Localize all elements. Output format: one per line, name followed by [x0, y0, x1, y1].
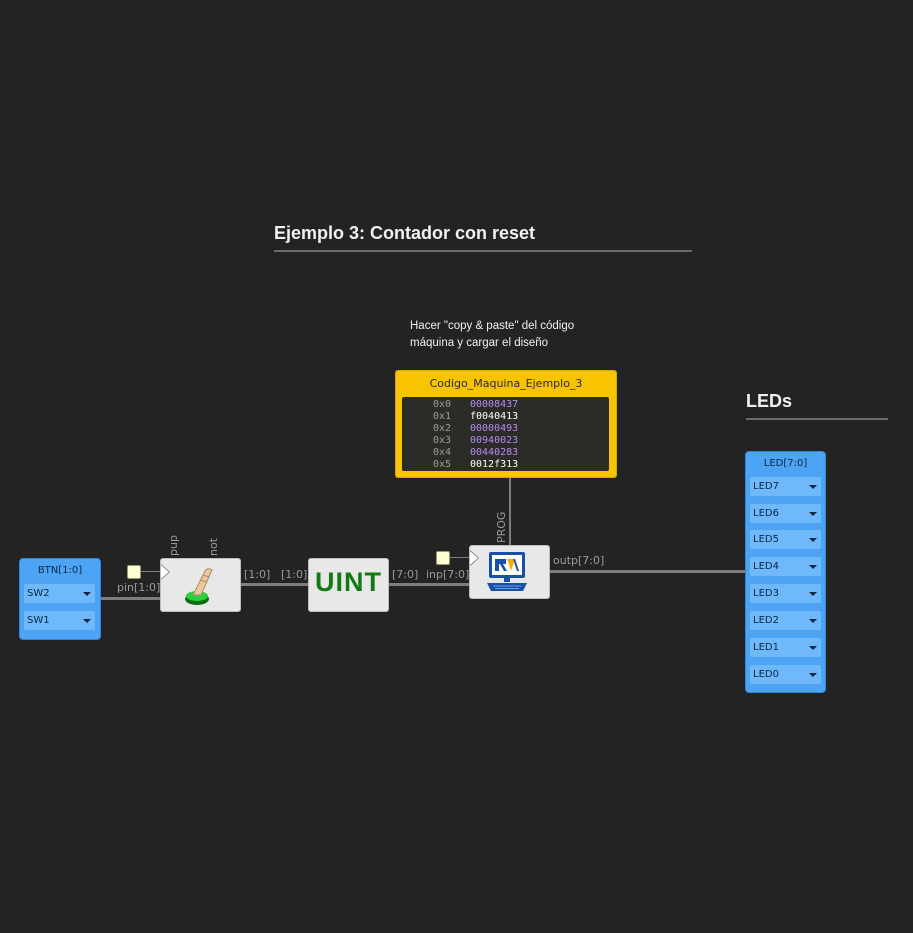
- instruction-note: Hacer "copy & paste" del código máquina …: [410, 318, 610, 352]
- cpu-in-label: inp[7:0]: [426, 568, 470, 581]
- led-output-block[interactable]: LED[7:0] LED7 LED6 LED5 LED4 LED3 LED2 L…: [745, 451, 826, 693]
- pin-label: LED3: [753, 588, 779, 599]
- pin-select-led1[interactable]: LED1: [750, 638, 821, 657]
- memory-value: 00940023: [470, 435, 519, 446]
- wire-cpu-to-leds: [549, 570, 746, 573]
- cpu-param-port[interactable]: [436, 551, 450, 565]
- chevron-down-icon: [809, 673, 817, 677]
- note-line-1: Hacer "copy & paste" del código: [410, 320, 575, 332]
- pin-label: LED0: [753, 669, 779, 680]
- button-in-label: pin[1:0]: [117, 581, 161, 594]
- memory-addr: 0x3: [433, 435, 452, 446]
- note-line-2: máquina y cargar el diseño: [410, 337, 549, 349]
- pin-label: LED4: [753, 561, 779, 572]
- pin-label: SW2: [27, 588, 50, 599]
- button-param-not: not: [207, 537, 220, 556]
- btn-input-block[interactable]: BTN[1:0] SW2 SW1: [19, 558, 101, 640]
- chevron-down-icon: [809, 565, 817, 569]
- param-arrow-icon: [470, 551, 478, 565]
- button-param-pup: pup: [167, 535, 180, 556]
- wire-param-button: [139, 571, 161, 572]
- memory-addr: 0x0: [433, 399, 452, 410]
- chevron-down-icon: [809, 512, 817, 516]
- pin-select-sw2[interactable]: SW2: [24, 584, 95, 603]
- memory-addr: 0x2: [433, 423, 452, 434]
- machine-code-memory[interactable]: Codigo_Maquina_Ejemplo_3 0x0 00008437 0x…: [395, 370, 617, 478]
- pin-select-led4[interactable]: LED4: [750, 557, 821, 576]
- uint-text: UINT: [315, 567, 382, 597]
- chevron-down-icon: [809, 485, 817, 489]
- param-arrow-icon: [161, 565, 169, 579]
- pin-label: LED5: [753, 534, 779, 545]
- pin-select-sw1[interactable]: SW1: [24, 611, 95, 630]
- cpu-out-label: outp[7:0]: [553, 554, 605, 567]
- wire-memory-to-prog: [509, 476, 511, 546]
- chevron-down-icon: [809, 592, 817, 596]
- memory-addr: 0x5: [433, 459, 452, 470]
- button-param-port[interactable]: [127, 565, 141, 579]
- cpu-prog-label: PROG: [495, 511, 508, 543]
- memory-value: 00000493: [470, 423, 519, 434]
- btn-input-name: BTN[1:0]: [37, 565, 83, 576]
- wire-uint-to-cpu: [388, 583, 470, 586]
- chevron-down-icon: [83, 619, 91, 623]
- pin-label: LED2: [753, 615, 779, 626]
- uint-in-label: [1:0]: [281, 568, 308, 581]
- uint-block[interactable]: UINT: [308, 558, 389, 612]
- page-title: Ejemplo 3: Contador con reset: [274, 223, 692, 252]
- wire-param-cpu: [448, 557, 470, 558]
- led-output-name: LED[7:0]: [763, 458, 808, 469]
- pin-label: LED6: [753, 508, 779, 519]
- leds-section-title: LEDs: [746, 391, 888, 420]
- memory-addr: 0x1: [433, 411, 452, 422]
- pin-select-led2[interactable]: LED2: [750, 611, 821, 630]
- riscv-cpu-block[interactable]: [469, 545, 550, 599]
- wire-btn-to-button: [99, 597, 161, 600]
- chevron-down-icon: [809, 646, 817, 650]
- pin-select-led0[interactable]: LED0: [750, 665, 821, 684]
- wire-button-to-uint: [240, 583, 309, 586]
- button-out-label: [1:0]: [244, 568, 271, 581]
- memory-value: 00440283: [470, 447, 519, 458]
- chevron-down-icon: [809, 619, 817, 623]
- pin-select-led6[interactable]: LED6: [750, 504, 821, 523]
- memory-name: Codigo_Maquina_Ejemplo_3: [429, 377, 583, 390]
- memory-code-area[interactable]: 0x0 00008437 0x1 f0040413 0x2 00000493 0…: [402, 397, 609, 471]
- pin-select-led7[interactable]: LED7: [750, 477, 821, 496]
- memory-value: 00008437: [470, 399, 519, 410]
- push-button-icon: [185, 568, 213, 605]
- memory-value: f0040413: [470, 411, 519, 422]
- pin-label: LED1: [753, 642, 779, 653]
- pin-label: LED7: [753, 481, 779, 492]
- uint-out-label: [7:0]: [392, 568, 419, 581]
- pin-select-led3[interactable]: LED3: [750, 584, 821, 603]
- pin-select-led5[interactable]: LED5: [750, 530, 821, 549]
- riscv-computer-icon: [487, 552, 527, 591]
- push-button-block[interactable]: [160, 558, 241, 612]
- memory-addr: 0x4: [433, 447, 452, 458]
- memory-value: 0012f313: [470, 459, 519, 470]
- pin-label: SW1: [27, 615, 50, 626]
- chevron-down-icon: [83, 592, 91, 596]
- chevron-down-icon: [809, 538, 817, 542]
